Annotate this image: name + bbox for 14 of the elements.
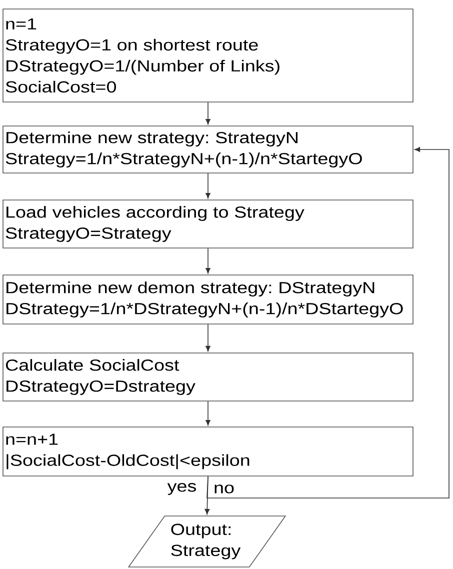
process-box: n=1 StrategyO=1 on shortest route DStrategyO=1/(Number of Links) SocialCost=0 (2, 8, 414, 102)
arrow (206, 173, 210, 199)
process-box: Calculate SocialCost DStrategyO=Dstrategy (2, 352, 414, 402)
process-box: n=n+1 |SocialCost-OldCost|<epsilon (2, 426, 414, 476)
edge-label: yes (166, 482, 198, 496)
arrow (206, 401, 210, 426)
arrow (206, 147, 450, 498)
process-box: Load vehicles according to Strategy StrategyO=Strategy (2, 200, 414, 248)
edge-label: no (212, 483, 236, 495)
process-box: Determine new demon strategy: DStrategyN DStrategy=1/n*DStrategyN+(n-1)/n*DStartegyO (2, 274, 414, 324)
arrow (206, 248, 210, 274)
process-box: Determine new strategy: StrategyN Strategy=1/n*StrategyN+(n-1)/n*StartegyO (2, 126, 414, 174)
arrow (206, 102, 210, 125)
arrow (206, 324, 210, 352)
